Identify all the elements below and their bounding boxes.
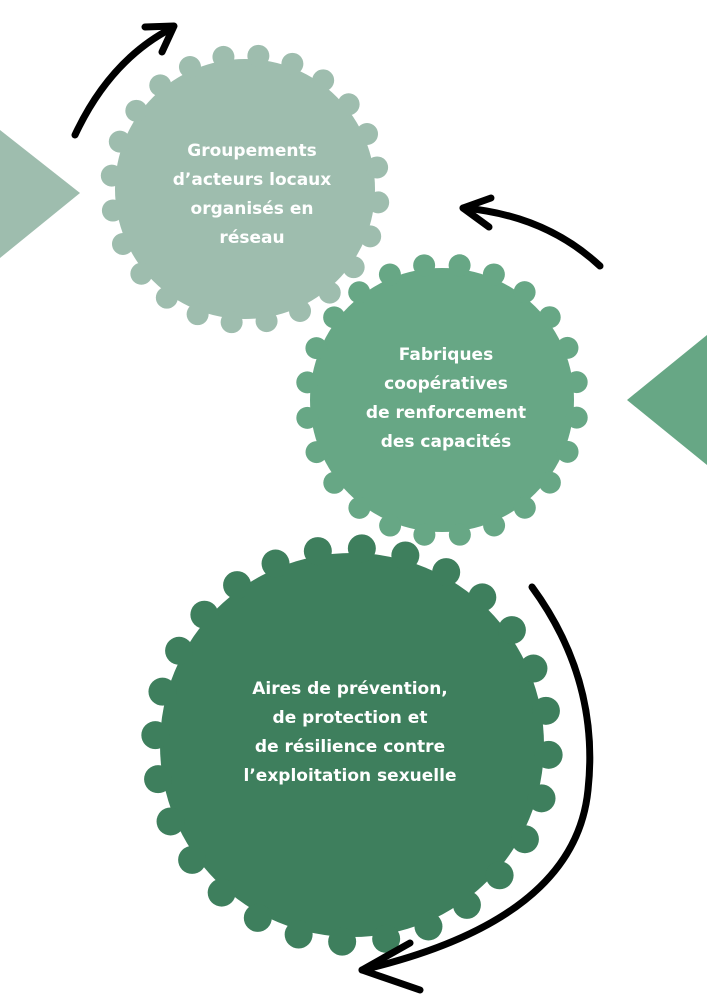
gear-fabriques-line-3: de renforcement [365,403,527,423]
gear-aires-label: Aires de prévention, de protection et de… [244,675,457,791]
gear-fabriques-label: Fabriques coopératives de renforcement d… [366,341,526,457]
gear-groupements-line-3: organisés en [190,199,314,219]
gear-fabriques-line-1: Fabriques [398,345,494,365]
gear-groupements-line-4: réseau [219,228,285,248]
right-triangle-decoration [627,335,707,465]
gear-groupements [100,44,390,334]
gear-groupements-label: Groupements d’acteurs locaux organisés e… [173,137,331,253]
gear-groupements-line-1: Groupements [187,141,317,161]
gear-fabriques-line-4: des capacités [380,432,512,452]
gear-aires-line-2: de protection et [272,708,428,728]
arrow-down-curved-icon [358,583,594,994]
arrow-up-right-icon [71,22,178,139]
gear-aires [141,534,563,956]
gear-fabriques [296,254,588,546]
gear-fabriques-line-2: coopératives [384,374,508,394]
left-triangle-decoration [0,130,80,258]
gear-aires-line-3: de résilience contre [254,737,446,757]
gear-groupements-line-2: d’acteurs locaux [172,170,332,190]
arrow-left-curved-icon [459,194,604,270]
gear-aires-line-1: Aires de prévention, [252,679,448,699]
gear-aires-line-4: l’exploitation sexuelle [243,766,457,786]
